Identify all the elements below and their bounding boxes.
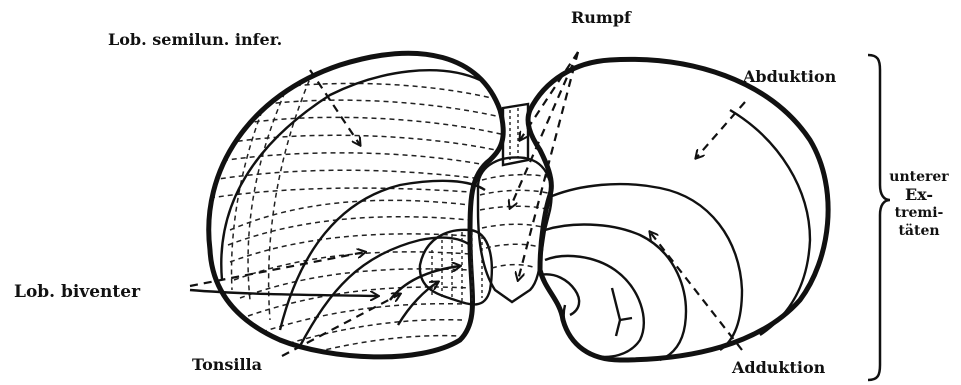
label-ext-line3: tremi- [884,204,954,222]
label-lobulus-semilunaris: Lob. semilun. infer. [108,32,282,48]
label-ext-line1: unterer [884,168,954,186]
arrow-biventer-2 [190,290,378,296]
arrow-tonsilla-1 [282,294,400,356]
label-lobulus-biventer: Lob. biventer [14,284,140,301]
label-rumpf: Rumpf [571,10,631,26]
arrow-rumpf-2 [510,52,578,208]
lobe-boundary-2 [300,238,470,346]
arrow-adduktion [650,232,742,350]
label-tonsilla: Tonsilla [192,357,262,373]
left-hemisphere [209,53,505,357]
label-ext-line4: täten [884,222,954,240]
arrow-abduktion [696,102,745,158]
label-extremitaeten: unterer Ex- tremi- täten [884,168,954,240]
upper-lobe-boundary [552,184,742,350]
arrow-rumpf-1 [520,52,578,140]
right-hemisphere [528,59,828,360]
semilunar-folia [210,56,505,320]
label-ext-line2: Ex- [884,186,954,204]
y-branch [612,288,632,336]
label-adduktion: Adduktion [732,360,825,376]
label-abduktion: Abduktion [743,69,836,85]
arrow-semilun [310,70,360,145]
middle-lobe-boundary [545,225,686,360]
